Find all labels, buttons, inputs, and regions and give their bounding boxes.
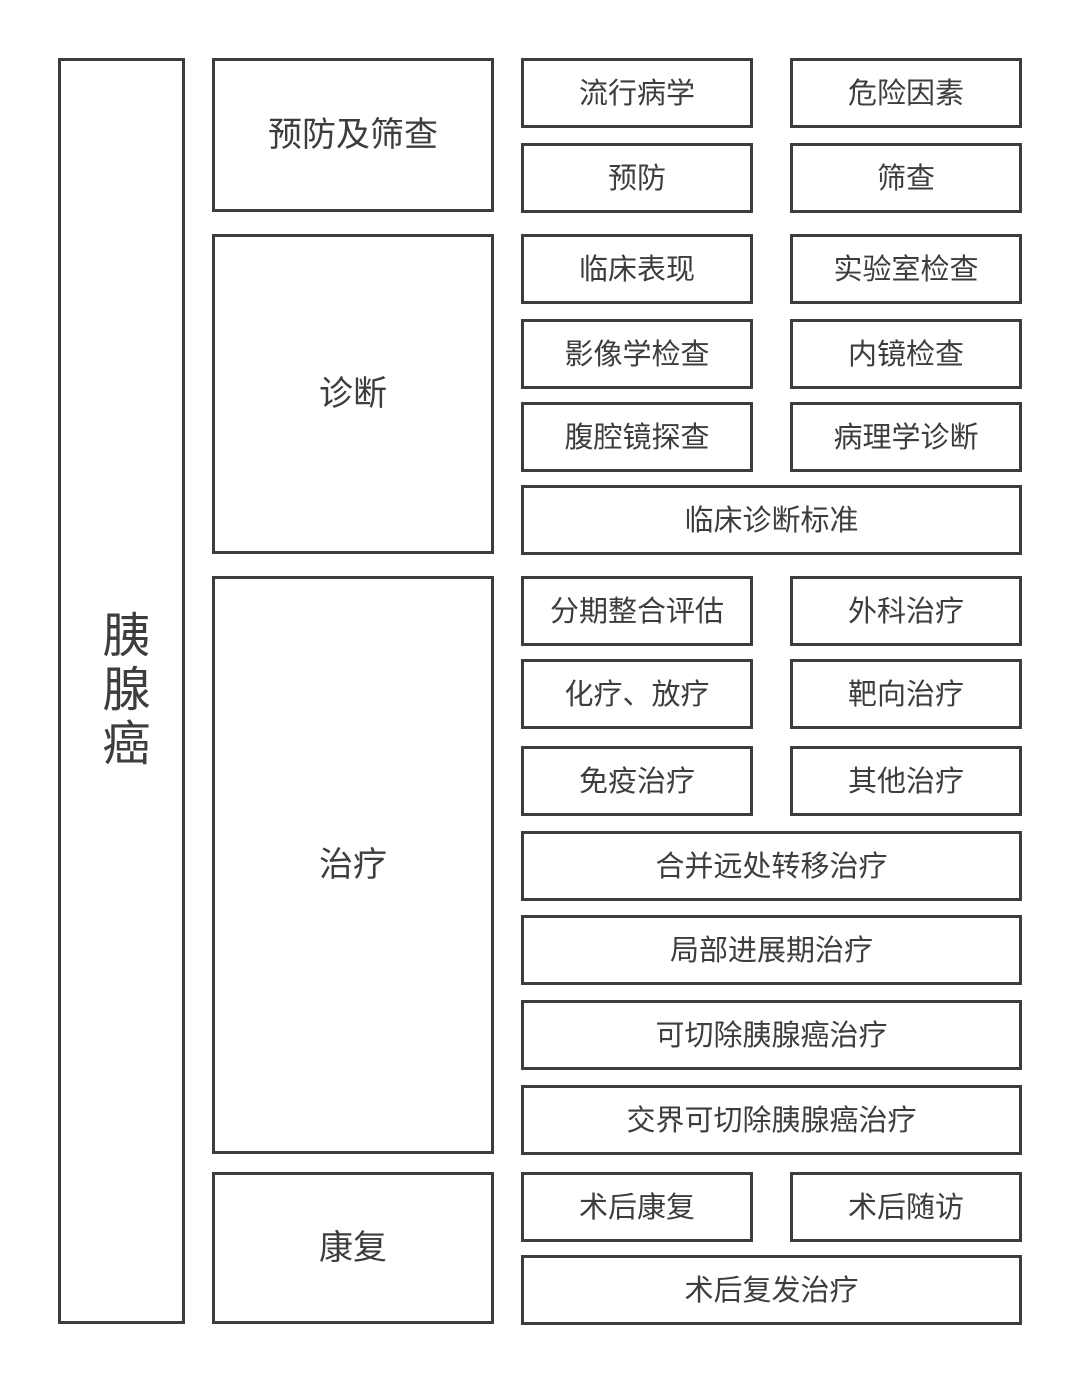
item-imaging: 影像学检查: [521, 319, 753, 389]
item-label: 术后随访: [847, 1189, 964, 1224]
item-screening: 筛查: [790, 143, 1022, 213]
item-label: 免疫治疗: [578, 763, 695, 798]
item-label: 内镜检查: [847, 336, 964, 371]
item-epidemiology: 流行病学: [521, 58, 753, 128]
section-label: 治疗: [319, 845, 387, 885]
item-risk-factors: 危险因素: [790, 58, 1022, 128]
item-resectable: 可切除胰腺癌治疗: [521, 1000, 1022, 1070]
item-label: 预防: [607, 160, 666, 195]
section-rehabilitation: 康复: [212, 1172, 494, 1324]
item-label: 临床表现: [578, 251, 695, 286]
item-locally-advanced: 局部进展期治疗: [521, 915, 1022, 985]
item-label: 其他治疗: [847, 763, 964, 798]
item-postop-followup: 术后随访: [790, 1172, 1022, 1242]
item-label: 临床诊断标准: [684, 502, 859, 537]
section-label: 诊断: [319, 374, 387, 414]
item-label: 局部进展期治疗: [669, 932, 873, 967]
item-label: 腹腔镜探查: [564, 419, 710, 454]
item-clinical-manifestation: 临床表现: [521, 234, 753, 304]
item-lab-tests: 实验室检查: [790, 234, 1022, 304]
item-surgery: 外科治疗: [790, 576, 1022, 646]
item-label: 化疗、放疗: [564, 676, 710, 711]
item-pathology: 病理学诊断: [790, 402, 1022, 472]
item-label: 流行病学: [578, 75, 695, 110]
item-recurrence-treatment: 术后复发治疗: [521, 1255, 1022, 1325]
item-borderline-resectable: 交界可切除胰腺癌治疗: [521, 1085, 1022, 1155]
item-label: 靶向治疗: [847, 676, 964, 711]
item-other-treatment: 其他治疗: [790, 746, 1022, 816]
item-clinical-criteria: 临床诊断标准: [521, 485, 1022, 555]
item-label: 影像学检查: [564, 336, 710, 371]
item-label: 外科治疗: [847, 593, 964, 628]
section-prevention-screening: 预防及筛查: [212, 58, 494, 212]
item-laparoscopy: 腹腔镜探查: [521, 402, 753, 472]
item-immunotherapy: 免疫治疗: [521, 746, 753, 816]
root-label: 胰腺癌: [93, 610, 150, 772]
item-label: 病理学诊断: [833, 419, 979, 454]
item-label: 交界可切除胰腺癌治疗: [626, 1102, 917, 1137]
root-node: 胰腺癌: [58, 58, 185, 1324]
section-label: 康复: [319, 1228, 387, 1268]
item-label: 术后康复: [578, 1189, 695, 1224]
item-label: 危险因素: [847, 75, 964, 110]
item-chemo-radio: 化疗、放疗: [521, 659, 753, 729]
item-prevention: 预防: [521, 143, 753, 213]
section-treatment: 治疗: [212, 576, 494, 1154]
item-postop-rehab: 术后康复: [521, 1172, 753, 1242]
item-label: 术后复发治疗: [684, 1272, 859, 1307]
item-staging: 分期整合评估: [521, 576, 753, 646]
section-diagnosis: 诊断: [212, 234, 494, 554]
section-label: 预防及筛查: [268, 115, 438, 155]
item-label: 筛查: [876, 160, 935, 195]
item-label: 实验室检查: [833, 251, 979, 286]
item-label: 合并远处转移治疗: [655, 848, 888, 883]
item-endoscopy: 内镜检查: [790, 319, 1022, 389]
item-metastatic: 合并远处转移治疗: [521, 831, 1022, 901]
item-targeted: 靶向治疗: [790, 659, 1022, 729]
item-label: 可切除胰腺癌治疗: [655, 1017, 888, 1052]
item-label: 分期整合评估: [549, 593, 724, 628]
